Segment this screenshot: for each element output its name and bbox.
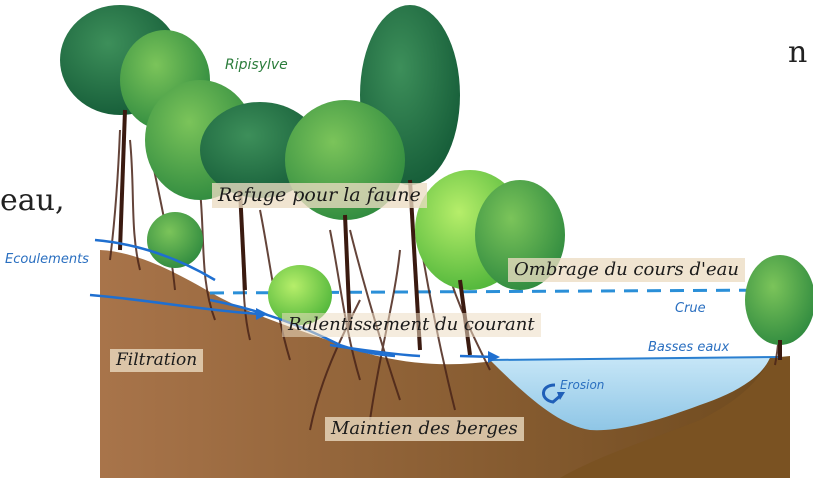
label-crue: Crue [675, 301, 706, 316]
right-bank [560, 356, 790, 478]
erosion-arrow-head [557, 392, 565, 400]
label-refuge: Refuge pour la faune [212, 183, 427, 208]
river-water [490, 358, 770, 431]
tree-crown [268, 265, 332, 325]
flow-arrows [89, 238, 496, 359]
label-ecoulements: Ecoulements [5, 252, 89, 267]
label-ombrage: Ombrage du cours d'eau [508, 258, 745, 282]
tree-crown [745, 255, 813, 345]
erosion-icon [542, 383, 561, 404]
arrow-head [488, 351, 500, 363]
label-erosion: Erosion [560, 378, 605, 392]
arrow-head [256, 308, 268, 320]
page-text-fragment: eau, [0, 183, 65, 218]
label-maintien: Maintien des berges [325, 417, 524, 441]
label-basses-eaux: Basses eaux [648, 340, 730, 355]
label-filtration: Filtration [110, 349, 204, 372]
label-ralentissement: Ralentissement du courant [282, 313, 541, 337]
low-water-line [489, 356, 781, 361]
page-text-fragment: n [788, 35, 808, 70]
label-ripisylve: Ripisylve [225, 57, 288, 73]
